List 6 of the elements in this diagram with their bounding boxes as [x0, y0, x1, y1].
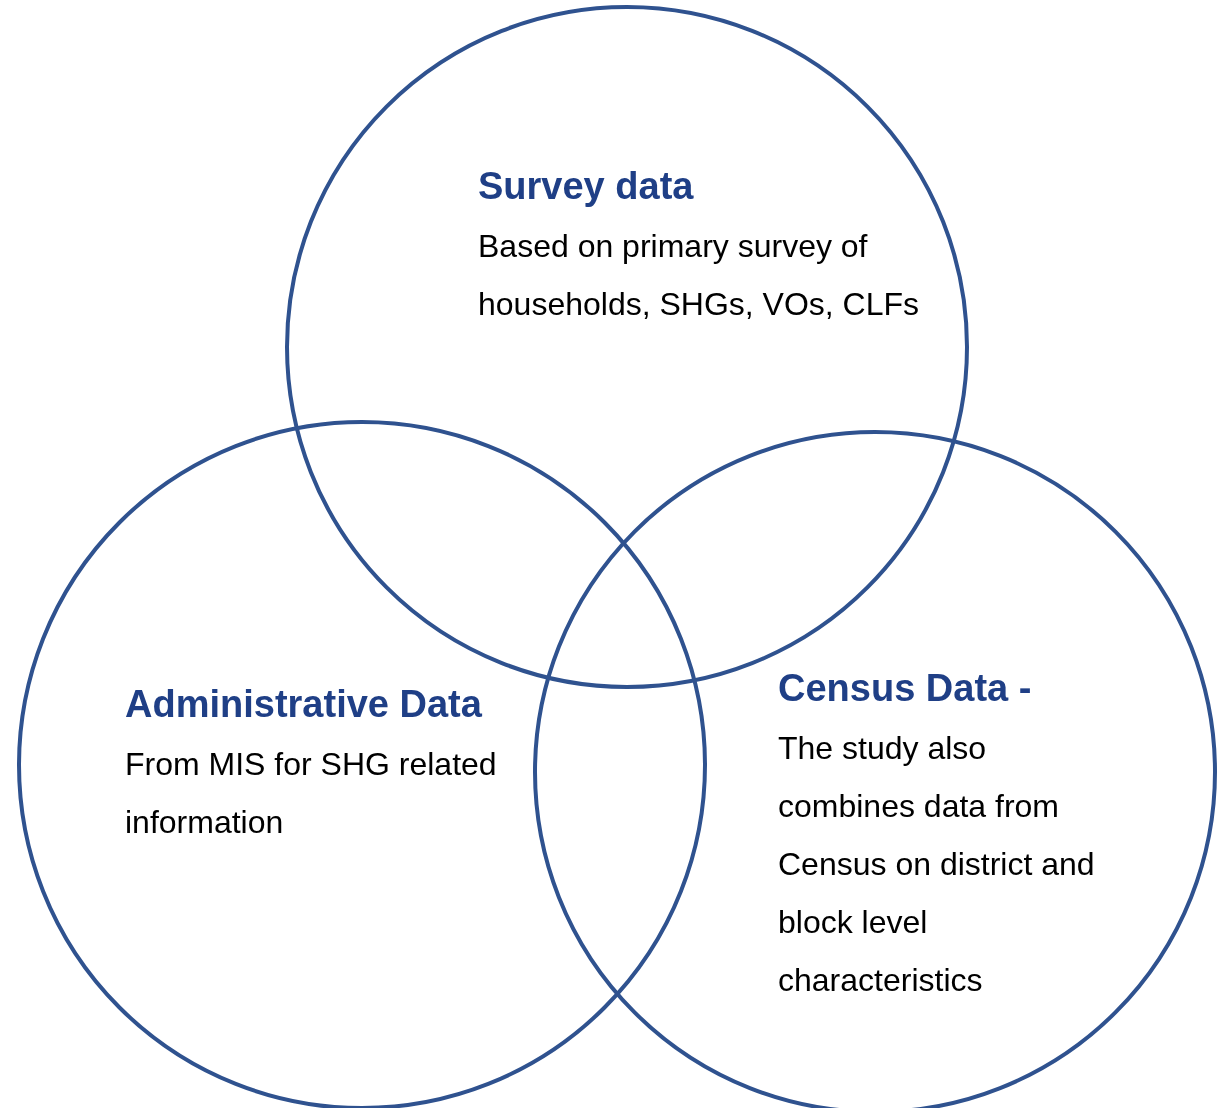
circle-heading: Administrative Data: [125, 682, 483, 727]
circle-heading: Survey data: [478, 164, 695, 209]
circle-heading: Census Data -: [778, 666, 1033, 711]
circle-description: Based on primary survey of households, SHGs, VOs, CLFs: [478, 227, 921, 324]
circle-description: The study also combines data from Census on district and block level characteristics: [778, 729, 1096, 1000]
circle-description: From MIS for SHG related information: [125, 745, 498, 842]
